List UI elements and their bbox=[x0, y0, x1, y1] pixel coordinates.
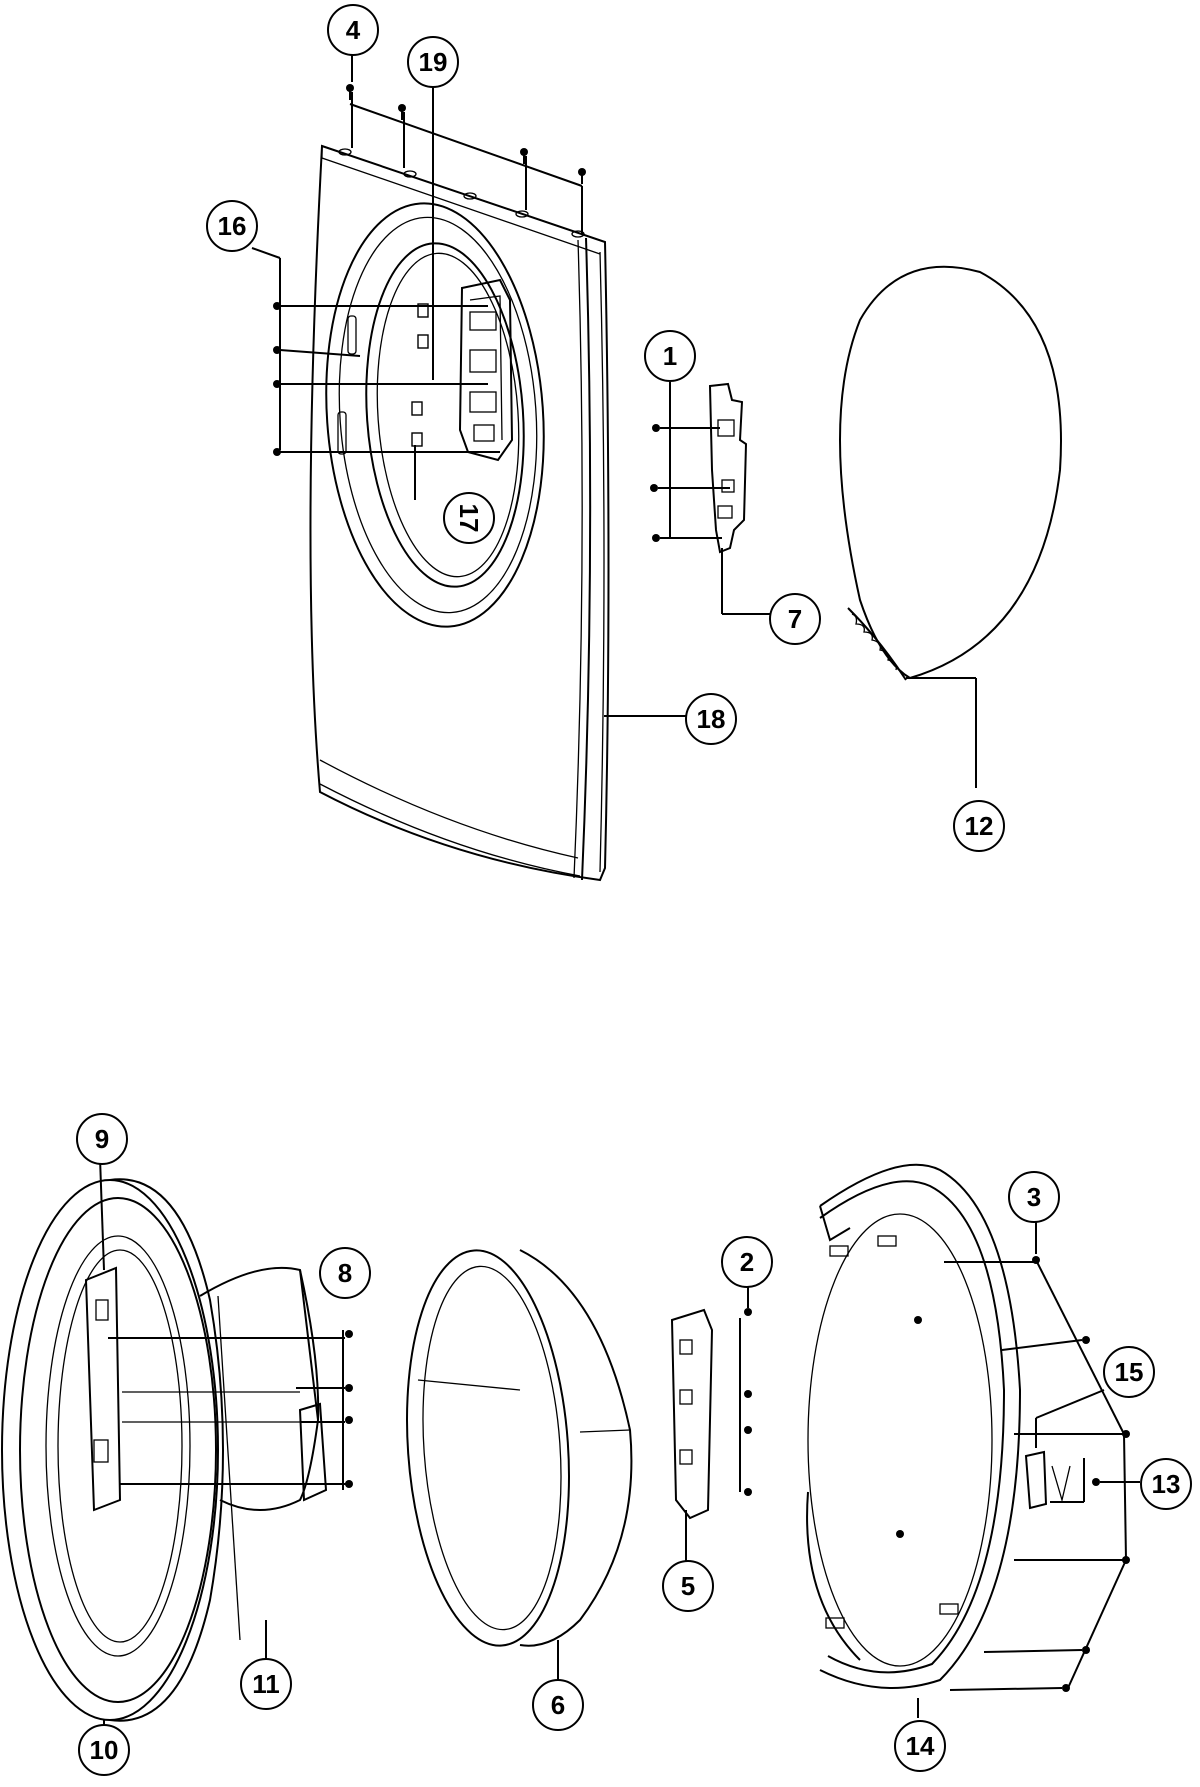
callout-label: 5 bbox=[681, 1571, 695, 1601]
screws-4 bbox=[346, 84, 586, 234]
screws-16 bbox=[251, 247, 500, 456]
door-cover bbox=[839, 265, 1062, 788]
callout-15: 15 bbox=[1103, 1346, 1155, 1398]
callout-2: 2 bbox=[721, 1236, 773, 1288]
callout-label: 12 bbox=[965, 811, 994, 841]
callout-14: 14 bbox=[894, 1720, 946, 1772]
lock-bracket bbox=[650, 382, 770, 615]
outer-door-ring bbox=[1, 1178, 350, 1722]
callout-label: 9 bbox=[95, 1124, 109, 1154]
callout-4: 4 bbox=[327, 4, 379, 56]
leader-9 bbox=[99, 1157, 105, 1271]
callout-label: 3 bbox=[1027, 1182, 1041, 1212]
callout-label: 19 bbox=[419, 47, 448, 77]
callout-12: 12 bbox=[953, 800, 1005, 852]
callout-label: 14 bbox=[906, 1731, 935, 1761]
callout-label: 7 bbox=[788, 604, 802, 634]
callout-8: 8 bbox=[319, 1247, 371, 1299]
front-panel bbox=[309, 144, 610, 882]
callout-9: 9 bbox=[76, 1113, 128, 1165]
callout-10: 10 bbox=[78, 1724, 130, 1776]
callout-1: 1 bbox=[644, 330, 696, 382]
callout-label: 2 bbox=[740, 1247, 754, 1277]
glass-bowl bbox=[406, 1249, 633, 1680]
callout-label: 15 bbox=[1115, 1357, 1144, 1387]
callout-3: 3 bbox=[1008, 1171, 1060, 1223]
callout-6: 6 bbox=[532, 1679, 584, 1731]
callout-label: 11 bbox=[252, 1669, 280, 1699]
callout-16: 16 bbox=[206, 200, 258, 252]
callout-13: 13 bbox=[1140, 1458, 1192, 1510]
callout-label: 8 bbox=[338, 1258, 352, 1288]
callout-7: 7 bbox=[769, 593, 821, 645]
callout-17: 17 bbox=[443, 492, 495, 544]
callout-11: 11 bbox=[240, 1658, 292, 1710]
callout-label: 17 bbox=[454, 504, 484, 533]
inner-door-ring bbox=[806, 1163, 1140, 1718]
callout-label: 1 bbox=[663, 341, 677, 371]
screws-8 bbox=[108, 1330, 353, 1490]
callout-5: 5 bbox=[662, 1560, 714, 1612]
callout-label: 13 bbox=[1152, 1469, 1181, 1499]
callout-label: 18 bbox=[697, 704, 726, 734]
callout-label: 16 bbox=[218, 211, 247, 241]
callout-label: 6 bbox=[551, 1690, 565, 1720]
callout-19: 19 bbox=[407, 36, 459, 88]
hinge-5 bbox=[670, 1280, 752, 1562]
callout-label: 10 bbox=[90, 1735, 119, 1765]
callout-label: 4 bbox=[346, 15, 361, 45]
callout-18: 18 bbox=[685, 693, 737, 745]
